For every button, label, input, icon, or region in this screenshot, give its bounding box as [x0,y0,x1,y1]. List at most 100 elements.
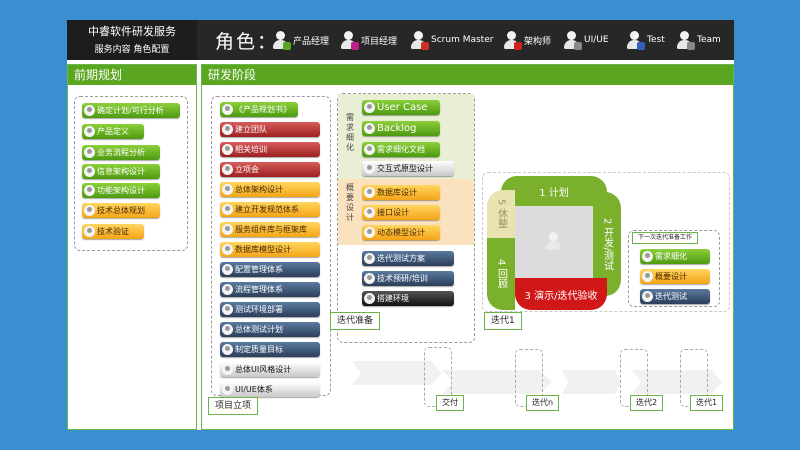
cycle-plan-segment: 1 计划 [501,176,607,206]
ui-ue-avatar-icon [563,30,582,50]
role-architect[interactable]: 架构师 [503,29,551,51]
item-business-process[interactable]: 业务流程分析 [82,145,160,160]
item-icon [364,123,375,134]
item-icon [84,226,95,237]
project-setup-tag: 项目立项 [208,397,259,415]
item-user-case[interactable]: User Case [362,100,440,115]
item-ui-style[interactable]: 总体UI风格设计 [220,362,320,377]
item-feasibility[interactable]: 确定计划/可行分析 [82,103,180,118]
role-label: 架构师 [524,36,552,47]
item-icon [222,104,233,115]
item-icon [364,273,375,284]
item-db-model[interactable]: 数据库模型设计 [220,242,320,257]
item-component-library[interactable]: 服务组件库与框架库 [220,222,320,237]
scrum-master-avatar-icon [410,30,429,50]
item-tech-research[interactable]: 技术预研/培训 [362,271,454,286]
item-tech-planning[interactable]: 技术总体规划 [82,203,160,218]
faded-arrow [442,370,552,394]
iteration1-group [482,172,730,312]
item-interface-design[interactable]: 接口设计 [362,205,440,220]
item-kickoff[interactable]: 立项会 [220,162,320,177]
product-manager-avatar-icon [272,30,291,50]
role-test[interactable]: Test [626,29,665,51]
item-icon [222,324,233,335]
role-label: 产品经理 [293,36,330,47]
role-project-manager[interactable]: 项目经理 [340,29,397,51]
item-config-management[interactable]: 配置管理体系 [220,262,320,277]
roles-label: 角色： [215,31,279,53]
item-icon [364,253,375,264]
item-training[interactable]: 相关培训 [220,142,320,157]
outline-design-label: 概要设计 [346,183,354,222]
role-scrum-master[interactable]: Scrum Master [410,29,493,51]
deliver-tag: 交付 [436,395,464,411]
item-icon [222,244,233,255]
item-icon [364,187,375,198]
role-label: Test [647,35,665,45]
project-manager-avatar-icon [340,30,359,50]
item-icon [364,207,375,218]
item-setup-env[interactable]: 搭建环境 [362,291,454,306]
slide-frame: 中睿软件研发服务 服务内容 角色配置 角色： 产品经理 项目经理 Scrum M… [67,20,734,430]
item-icon [84,185,95,196]
item-icon [222,164,233,175]
item-icon [222,124,233,135]
item-req-doc[interactable]: 需求细化文档 [362,142,440,157]
team-center-avatar-icon [545,232,562,251]
role-ui-ue[interactable]: UI/UE [563,29,609,51]
item-icon [222,344,233,355]
role-label: UI/UE [584,35,609,45]
early-planning-group: 确定计划/可行分析 产品定义 业务流程分析 信息架构设计 功能架构设计 技术总体… [74,96,188,251]
iteration1-tag: 迭代1 [484,312,522,330]
item-icon [642,251,653,262]
item-build-team[interactable]: 建立团队 [220,122,320,137]
role-team[interactable]: Team [676,29,721,51]
cycle-review-segment: 4 回顾 [487,238,515,310]
item-icon [364,293,375,304]
item-icon [84,205,95,216]
item-icon [364,102,375,113]
iteration2-tag: 迭代2 [630,395,664,411]
team-avatar-icon [676,30,695,50]
item-quality-goal[interactable]: 制定质量目标 [220,342,320,357]
item-icon [642,271,653,282]
item-function-architecture[interactable]: 功能架构设计 [82,183,160,198]
item-icon [642,291,653,302]
role-product-manager[interactable]: 产品经理 [272,29,329,51]
item-backlog[interactable]: Backlog [362,121,440,136]
item-next-req-refine[interactable]: 需求细化 [640,249,710,264]
next-iteration-group [628,230,720,307]
item-test-plan[interactable]: 总体测试计划 [220,322,320,337]
role-label: Team [697,35,721,45]
item-icon [222,364,233,375]
role-label: 项目经理 [361,36,398,47]
brand-subtitle: 服务内容 角色配置 [94,45,170,55]
iteration-prep-group [337,93,475,343]
item-icon [364,144,375,155]
item-tech-verification[interactable]: 技术验证 [82,224,144,239]
item-database-design[interactable]: 数据库设计 [362,185,440,200]
item-ui-ue-system[interactable]: UI/UE体系 [220,382,320,397]
dev-stage-header: 研发阶段 [202,65,733,85]
faded-arrow [562,370,622,394]
item-icon [222,284,233,295]
item-icon [222,384,233,395]
item-process-management[interactable]: 流程管理体系 [220,282,320,297]
item-next-iteration-test[interactable]: 迭代测试 [640,289,710,304]
item-test-env[interactable]: 测试环境部署 [220,302,320,317]
item-icon [364,227,375,238]
item-next-outline-design[interactable]: 概要设计 [640,269,710,284]
item-product-plan[interactable]: 《产品规划书》 [220,102,298,117]
item-dynamic-model[interactable]: 动态模型设计 [362,225,440,240]
item-info-architecture[interactable]: 信息架构设计 [82,164,160,179]
item-product-definition[interactable]: 产品定义 [82,124,144,139]
iteration1-small-tag: 迭代1 [690,395,724,411]
item-dev-standards[interactable]: 建立开发规范体系 [220,202,320,217]
brand-title: 中睿软件研发服务 [88,25,176,38]
early-planning-panel: 前期规划 确定计划/可行分析 产品定义 业务流程分析 信息架构设计 功能架构设计… [67,64,197,430]
iteration-prep-tag: 迭代准备 [330,312,381,330]
item-interactive-prototype[interactable]: 交互式原型设计 [362,161,454,176]
item-overall-architecture[interactable]: 总体架构设计 [220,182,320,197]
item-icon [222,144,233,155]
item-iteration-test-plan[interactable]: 迭代测试方案 [362,251,454,266]
